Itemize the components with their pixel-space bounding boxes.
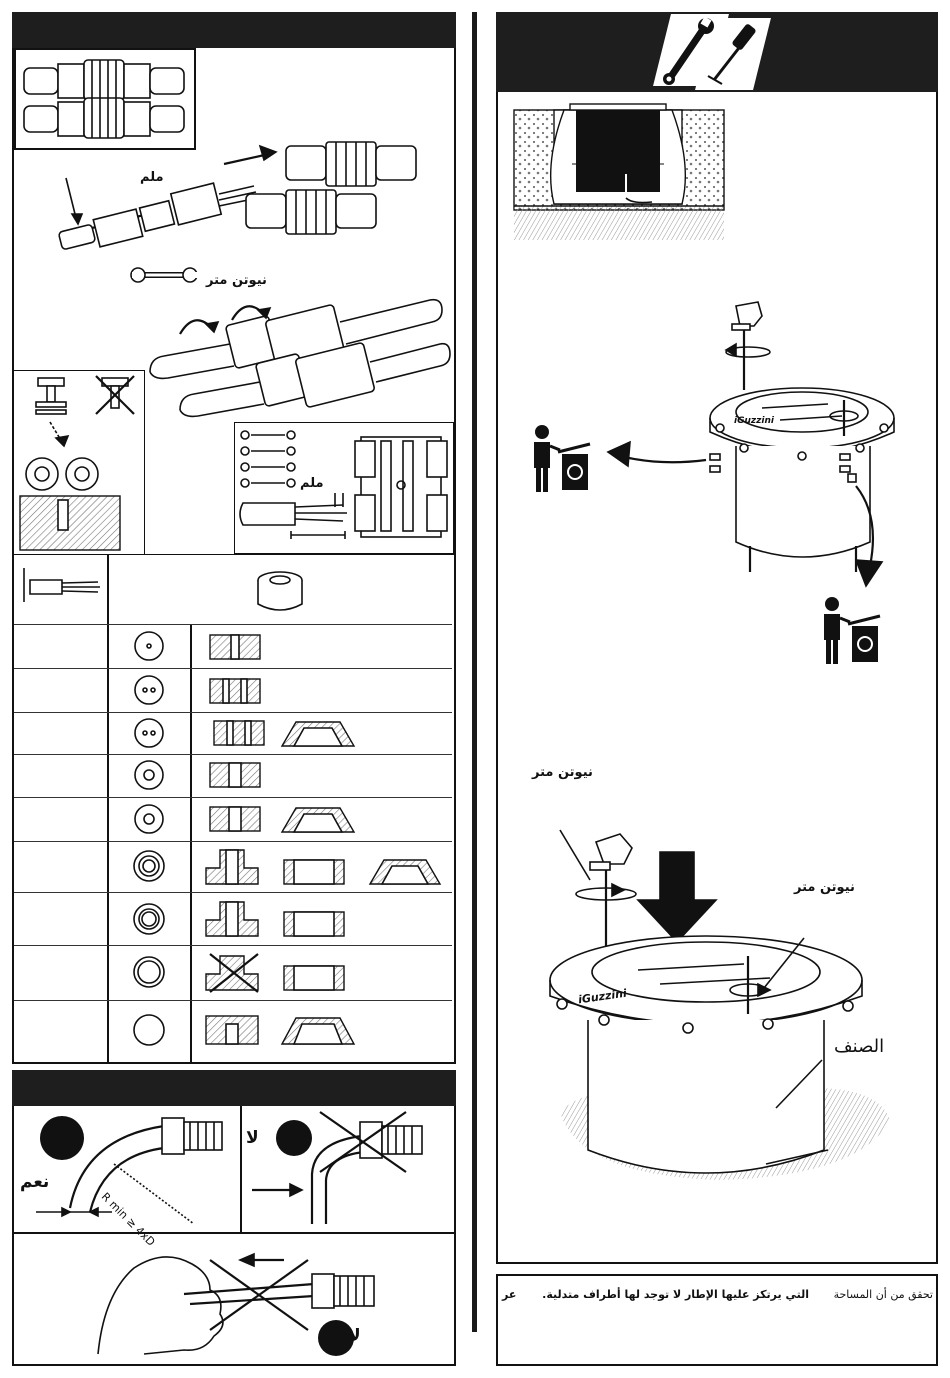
tightening-illustration [150, 282, 450, 422]
connector-thumbnail [14, 48, 196, 150]
install-cover-illustration [520, 820, 920, 1200]
category-label: الصنف [834, 1036, 884, 1057]
pull-wrong-illustration [14, 1234, 454, 1364]
column-separator [472, 12, 477, 1332]
recycle-bin-icon [528, 424, 598, 494]
glue-label-strip: ملم [300, 476, 324, 491]
brand-label: iGuzzini [734, 416, 774, 426]
left-top-header-bar [12, 12, 456, 48]
newton-meter-label-right-2: نيوتن متر [794, 880, 855, 895]
no-label-1: لا [246, 1128, 259, 1148]
yes-label: نعم [20, 1172, 49, 1192]
wire-strip-diagram [235, 423, 453, 553]
newton-meter-label-right-1: نيوتن متر [532, 765, 593, 780]
screwdriver-icon [702, 20, 762, 90]
note-text-1: تحقق من أن المساحة [834, 1288, 933, 1301]
no-label-2: لا [348, 1326, 361, 1346]
gasket-table-drawings [14, 554, 454, 1062]
housing-cross-section [514, 104, 724, 244]
left-bottom-header-bar [12, 1070, 456, 1106]
note-text-3: عر [502, 1288, 516, 1301]
glue-label-top: ملم [140, 170, 164, 185]
note-text-2: التي يرتكز عليها الإطار لا توجد لها أطرا… [542, 1288, 809, 1301]
bend-wrong-illustration [242, 1108, 454, 1232]
screw-diagram [14, 370, 144, 554]
recycle-bin-icon [818, 596, 888, 666]
